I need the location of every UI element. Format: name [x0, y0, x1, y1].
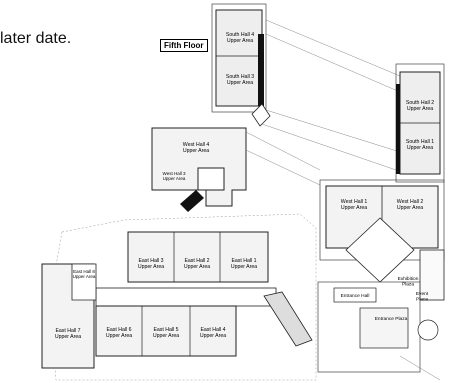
- event-place-sublabel: Place: [416, 297, 428, 303]
- note-text: later date.: [0, 30, 72, 47]
- south-hall-1-sublabel: Upper Area: [407, 145, 433, 151]
- east-hall-7-label: East Hall 7: [55, 328, 80, 334]
- west-hall-3-label: West Hall 3: [163, 171, 186, 176]
- south-hall-4-sublabel: Upper Area: [227, 38, 253, 44]
- west-hall-2-label: West Hall 2: [397, 199, 424, 205]
- east-hall-8-label: East Hall 8: [73, 269, 95, 274]
- west-hall-2-sublabel: Upper Area: [397, 205, 423, 211]
- exhibition-plaza-sublabel: Plaza: [402, 282, 414, 288]
- east-hall-3-label: East Hall 3: [138, 258, 163, 264]
- event-place-label: Event: [416, 291, 429, 297]
- east-hall-6-sublabel: Upper Area: [106, 333, 132, 339]
- south-hall-2-label: South Hall 2: [406, 100, 434, 106]
- east-hall-1-label: East Hall 1: [231, 258, 256, 264]
- south-hall-2-sublabel: Upper Area: [407, 106, 433, 112]
- west-hall-1-2-building: [319, 179, 445, 301]
- west-hall-4-building: [151, 127, 321, 212]
- south-hall-4-label: South Hall 4: [226, 32, 254, 38]
- east-hall-4-label: East Hall 4: [200, 327, 225, 333]
- east-hall-4-sublabel: Upper Area: [200, 333, 226, 339]
- south-hall-1-2-building: [395, 63, 445, 183]
- west-hall-1-sublabel: Upper Area: [341, 205, 367, 211]
- south-hall-3-4-building: [211, 3, 401, 171]
- exhibition-plaza-label: Exhibition: [398, 276, 419, 282]
- east-hall-2-label: East Hall 2: [184, 258, 209, 264]
- entrance-plaza-label: Entrance Plaza: [375, 316, 408, 322]
- west-hall-4-sublabel: Upper Area: [183, 148, 209, 154]
- west-hall-1-label: West Hall 1: [341, 199, 368, 205]
- west-hall-3-sublabel: Upper Area: [163, 176, 186, 181]
- east-hall-8-sublabel: Upper Area: [73, 274, 96, 279]
- east-hall-3-sublabel: Upper Area: [138, 264, 164, 270]
- east-hall-2-sublabel: Upper Area: [184, 264, 210, 270]
- entrance-hall-label: Entrance Hall: [341, 293, 370, 299]
- east-halls-building: [41, 213, 317, 381]
- south-hall-3-label: South Hall 3: [226, 74, 254, 80]
- east-hall-7-sublabel: Upper Area: [55, 334, 81, 340]
- east-hall-5-label: East Hall 5: [153, 327, 178, 333]
- east-hall-1-sublabel: Upper Area: [231, 264, 257, 270]
- floor-label: Fifth Floor: [160, 39, 208, 52]
- entrance-area: [317, 281, 441, 381]
- south-hall-3-sublabel: Upper Area: [227, 80, 253, 86]
- east-hall-6-label: East Hall 6: [106, 327, 131, 333]
- west-hall-4-label: West Hall 4: [183, 142, 210, 148]
- south-hall-1-label: South Hall 1: [406, 139, 434, 145]
- east-hall-5-sublabel: Upper Area: [153, 333, 179, 339]
